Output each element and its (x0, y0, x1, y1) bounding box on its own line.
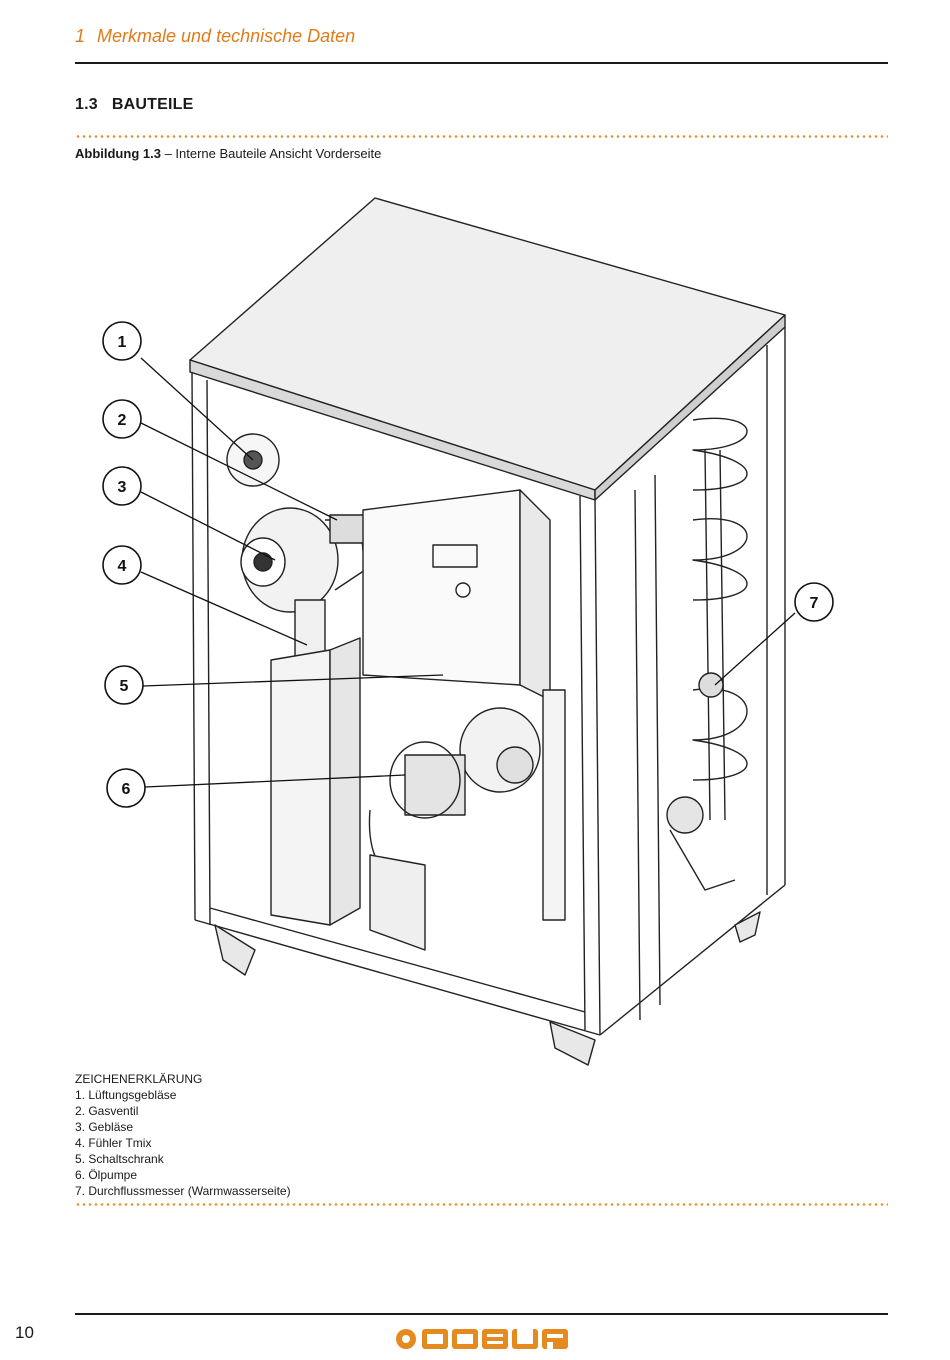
figure-caption-text: Interne Bauteile Ansicht Vorderseite (175, 146, 382, 161)
legend-item: 3. Gebläse (75, 1120, 134, 1134)
callout-circle (794, 582, 834, 622)
callout-circle (104, 665, 144, 705)
legend-item: 7. Durchflussmesser (Warmwasserseite) (75, 1184, 291, 1198)
legend-title: ZEICHENERKLÄRUNG (75, 1072, 203, 1086)
legend-item: 1. Lüftungsgebläse (75, 1088, 177, 1102)
callout-3: 3 (102, 466, 142, 506)
callout-label: 5 (120, 678, 129, 695)
figure-label: Abbildung 1.3 (75, 146, 161, 161)
callout-circle (106, 768, 146, 808)
figure-caption: Abbildung 1.3 – Interne Bauteile Ansicht… (75, 146, 381, 161)
callout-label: 1 (118, 334, 127, 351)
dotted-separator (75, 1203, 888, 1206)
robur-logo (396, 1329, 568, 1349)
chapter-header: 1 Merkmale und technische Daten (75, 26, 355, 47)
section-title: 1.3 BAUTEILE (75, 96, 193, 114)
unit-illustration: 1 2 3 4 5 6 7 (102, 197, 834, 1066)
footer-rule (75, 1313, 888, 1315)
legend-item: 6. Ölpumpe (75, 1168, 138, 1182)
legend-item: 4. Fühler Tmix (75, 1136, 152, 1150)
callout-2: 2 (102, 399, 142, 439)
section-number: 1.3 (75, 96, 98, 113)
callout-label: 3 (118, 479, 127, 496)
legend: ZEICHENERKLÄRUNG 1. Lüftungsgebläse 2. G… (75, 1071, 291, 1199)
callout-7: 7 (794, 582, 834, 622)
callout-label: 2 (118, 412, 127, 429)
figure-separator: – (160, 146, 176, 161)
callout-label: 6 (122, 781, 131, 798)
chapter-title: Merkmale und technische Daten (97, 26, 356, 46)
callout-label: 4 (118, 558, 127, 575)
callout-circle (102, 399, 142, 439)
callout-4: 4 (102, 545, 142, 585)
header-rule (75, 62, 888, 64)
callout-label: 7 (810, 595, 819, 612)
dotted-separator (75, 135, 888, 138)
page-number: 10 (15, 1323, 34, 1342)
section-name: BAUTEILE (111, 96, 194, 113)
legend-item: 5. Schaltschrank (75, 1152, 164, 1166)
callout-circle (102, 321, 142, 361)
callout-circle (102, 545, 142, 585)
callout-5: 5 (104, 665, 144, 705)
legend-item: 2. Gasventil (75, 1104, 139, 1118)
callout-circle (102, 466, 142, 506)
callout-6: 6 (106, 768, 146, 808)
callout-1: 1 (102, 321, 142, 361)
chapter-number: 1 (75, 26, 86, 46)
